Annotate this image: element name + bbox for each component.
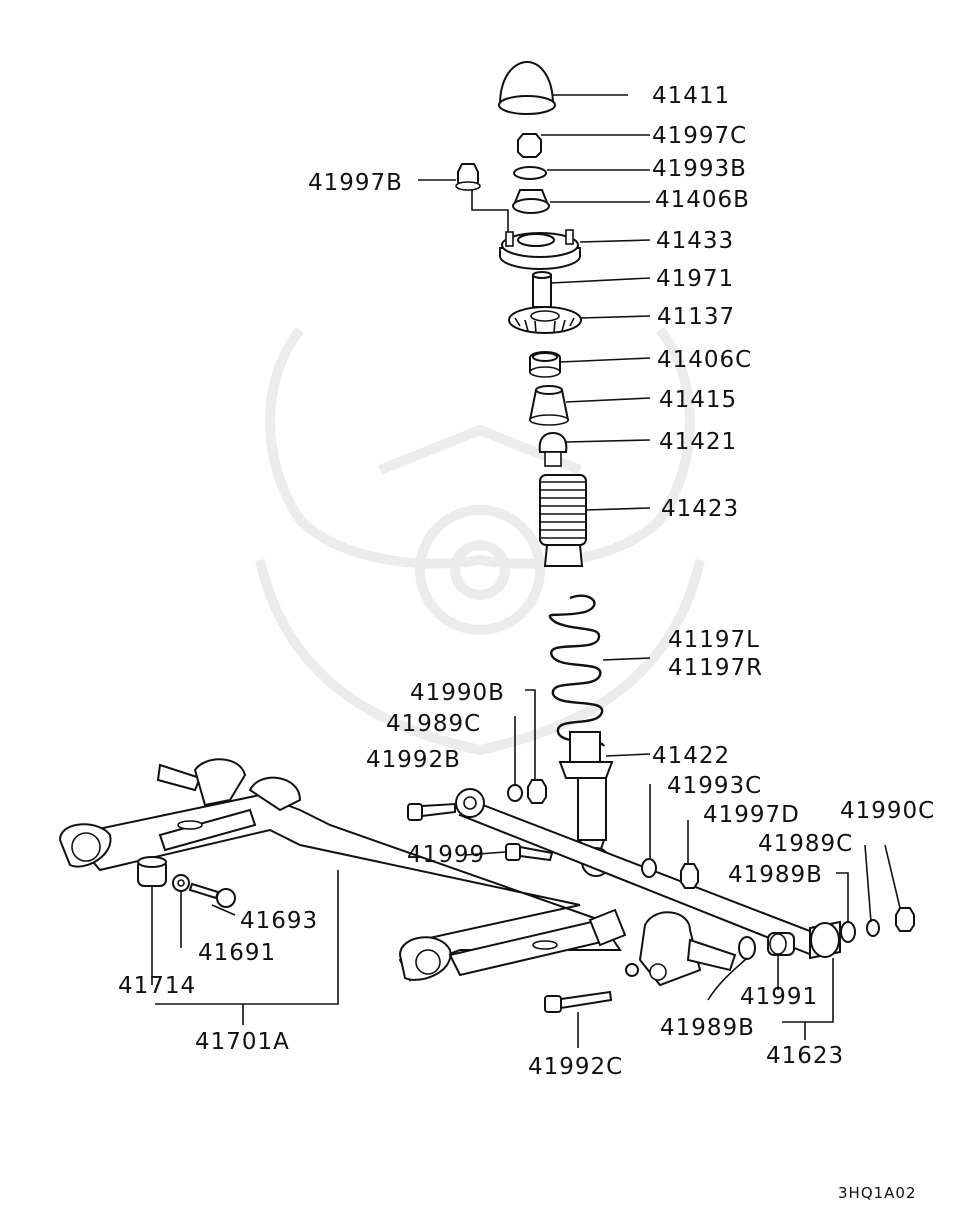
label-41989c-a[interactable]: 41989C <box>386 711 481 737</box>
label-41997c[interactable]: 41997C <box>652 123 747 149</box>
label-41415[interactable]: 41415 <box>659 387 737 413</box>
part-small-sleeve <box>625 963 639 977</box>
part-dust-cap[interactable] <box>498 60 556 115</box>
label-41714[interactable]: 41714 <box>118 973 196 999</box>
part-washer-41989c-top[interactable] <box>507 784 523 802</box>
label-41422[interactable]: 41422 <box>652 743 730 769</box>
label-41433[interactable]: 41433 <box>656 228 734 254</box>
label-41701a[interactable]: 41701A <box>195 1029 290 1055</box>
label-41406c[interactable]: 41406C <box>657 347 752 373</box>
part-washer-41993b[interactable] <box>513 166 547 180</box>
label-41990b[interactable]: 41990B <box>410 680 505 706</box>
part-washer-41989c-right[interactable] <box>866 919 880 937</box>
part-washer-41691[interactable] <box>172 874 190 892</box>
part-top-nut[interactable] <box>517 133 542 158</box>
part-spring-seat[interactable] <box>508 306 582 334</box>
label-41623[interactable]: 41623 <box>766 1043 844 1069</box>
part-bolt-41999[interactable] <box>505 843 554 862</box>
label-41989b-b[interactable]: 41989B <box>660 1015 755 1041</box>
part-bushing-41623[interactable] <box>809 920 841 960</box>
label-41693[interactable]: 41693 <box>240 908 318 934</box>
part-mount-nut[interactable] <box>455 163 481 191</box>
part-lower-bushing[interactable] <box>529 351 561 378</box>
part-washer-41989b-upper[interactable] <box>840 921 856 943</box>
label-41997b[interactable]: 41997B <box>308 170 403 196</box>
label-41989c-b[interactable]: 41989C <box>758 831 853 857</box>
label-41197l[interactable]: 41197L <box>668 627 760 653</box>
diagram-code: 3HQ1A02 <box>838 1184 917 1202</box>
part-dust-boot[interactable] <box>539 474 587 567</box>
part-washer-41993c[interactable] <box>641 858 657 878</box>
label-41406b[interactable]: 41406B <box>655 187 750 213</box>
part-bump-stop-cup[interactable] <box>528 385 570 426</box>
label-41971[interactable]: 41971 <box>656 266 734 292</box>
part-nut-41990b[interactable] <box>527 779 547 804</box>
label-41411[interactable]: 41411 <box>652 83 730 109</box>
part-arm-bushing[interactable] <box>137 856 167 887</box>
part-washer-41989b-lower[interactable] <box>738 936 756 960</box>
label-41997d[interactable]: 41997D <box>703 802 800 828</box>
label-41999[interactable]: 41999 <box>407 842 485 868</box>
part-bolt-41992c[interactable] <box>544 990 613 1013</box>
label-41691[interactable]: 41691 <box>198 940 276 966</box>
leader-lines <box>151 94 901 1048</box>
part-nut-41997d[interactable] <box>680 863 699 889</box>
part-coil-spring[interactable] <box>548 594 614 779</box>
part-collar[interactable] <box>532 271 552 308</box>
label-41989b-a[interactable]: 41989B <box>728 862 823 888</box>
part-trailing-arm-assembly[interactable] <box>58 758 737 987</box>
part-upper-bushing[interactable] <box>512 189 550 214</box>
label-41992c[interactable]: 41992C <box>528 1054 623 1080</box>
part-bolt-41693[interactable] <box>188 882 236 908</box>
label-41992b[interactable]: 41992B <box>366 747 461 773</box>
label-41423[interactable]: 41423 <box>661 496 739 522</box>
label-41991[interactable]: 41991 <box>740 984 818 1010</box>
label-41421[interactable]: 41421 <box>659 429 737 455</box>
part-bump-stop[interactable] <box>538 431 568 467</box>
part-labels: 41411 41997C 41993B 41997B 41406B 41433 … <box>118 83 935 1080</box>
label-41993c[interactable]: 41993C <box>667 773 762 799</box>
label-41197r[interactable]: 41197R <box>668 655 763 681</box>
label-41137[interactable]: 41137 <box>657 304 735 330</box>
part-nut-41990c[interactable] <box>895 907 915 932</box>
label-41990c[interactable]: 41990C <box>840 798 935 824</box>
part-bolt-41992b[interactable] <box>407 802 456 821</box>
part-bushing-41991[interactable] <box>767 932 795 956</box>
label-41993b[interactable]: 41993B <box>652 156 747 182</box>
part-upper-mount[interactable] <box>499 229 581 270</box>
